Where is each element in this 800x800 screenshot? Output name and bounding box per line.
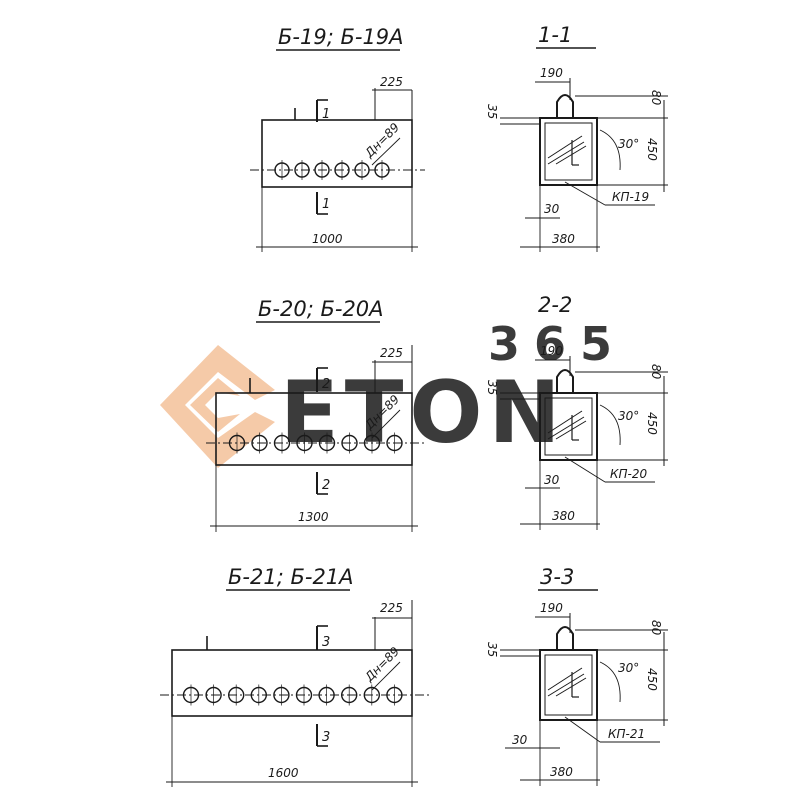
bottom-cover-dim: 30 <box>512 733 528 747</box>
block-title: Б-20; Б-20А <box>258 297 384 321</box>
top-height-dim: 80 <box>649 90 663 106</box>
section-title: 1-1 <box>538 23 572 47</box>
overall-length-dim: 1600 <box>268 766 299 780</box>
section-title: 3-3 <box>540 565 574 589</box>
hole-row <box>228 432 403 454</box>
section-title: 2-2 <box>538 293 572 317</box>
section-view-1: 1-1 190 80 450 30° 35 30 <box>485 23 668 252</box>
cut-mark-top: 1 <box>322 107 330 122</box>
bottom-cover-dim: 30 <box>544 202 560 216</box>
rebar-hatch <box>547 667 587 698</box>
cut-mark-bottom: 3 <box>322 730 330 745</box>
block-elevation-3: Б-21; Б-21А 3 3 225 Дн=89 1600 <box>160 565 430 787</box>
section-view-3: 3-3 190 80 450 30° 35 30 380 <box>485 565 668 786</box>
hole-row <box>182 684 403 706</box>
overall-length-dim: 1300 <box>298 510 329 524</box>
cage-label: КП-21 <box>608 727 645 741</box>
top-width-dim: 190 <box>540 344 563 358</box>
cut-mark-top: 3 <box>322 635 330 650</box>
rebar-hatch <box>547 410 587 441</box>
block-elevation-1: Б-19; Б-19А 1 1 225 Дн=89 1000 <box>250 25 425 252</box>
watermark-number: 365 <box>488 317 626 371</box>
cover-dim: 35 <box>485 380 499 395</box>
cut-mark-top: 2 <box>322 377 330 392</box>
top-height-dim: 80 <box>649 620 663 636</box>
height-dim: 450 <box>645 138 659 161</box>
cage-label: КП-19 <box>612 190 649 204</box>
height-dim: 450 <box>645 412 659 435</box>
cut-mark-bottom: 1 <box>322 197 330 212</box>
end-offset-dim: 225 <box>380 346 403 360</box>
end-offset-dim: 225 <box>380 601 403 615</box>
angle-label: 30° <box>618 137 639 151</box>
angle-label: 30° <box>618 661 639 675</box>
cover-dim: 35 <box>485 642 499 657</box>
bottom-cover-dim: 30 <box>544 473 560 487</box>
watermark-logo-icon <box>160 345 275 468</box>
block-title: Б-21; Б-21А <box>228 565 354 589</box>
angle-label: 30° <box>618 409 639 423</box>
rebar-hatch <box>547 135 587 166</box>
end-offset-dim: 225 <box>380 75 403 89</box>
hole-row <box>274 160 390 180</box>
hole-diameter-label: Дн=89 <box>362 120 403 161</box>
overall-length-dim: 1000 <box>312 232 343 246</box>
height-dim: 450 <box>645 668 659 691</box>
cover-dim: 35 <box>485 104 499 119</box>
top-width-dim: 190 <box>540 601 563 615</box>
cage-label: КП-20 <box>610 467 648 481</box>
cut-mark-bottom: 2 <box>322 478 330 493</box>
section-view-2: 2-2 190 80 450 30° 35 30 380 КП-2 <box>485 293 668 530</box>
width-dim: 380 <box>552 232 575 246</box>
width-dim: 380 <box>552 509 575 523</box>
width-dim: 380 <box>550 765 573 779</box>
top-height-dim: 80 <box>649 364 663 380</box>
top-width-dim: 190 <box>540 66 563 80</box>
block-elevation-2: Б-20; Б-20А 2 2 225 Дн=89 1300 <box>206 297 425 532</box>
block-title: Б-19; Б-19А <box>278 25 404 49</box>
